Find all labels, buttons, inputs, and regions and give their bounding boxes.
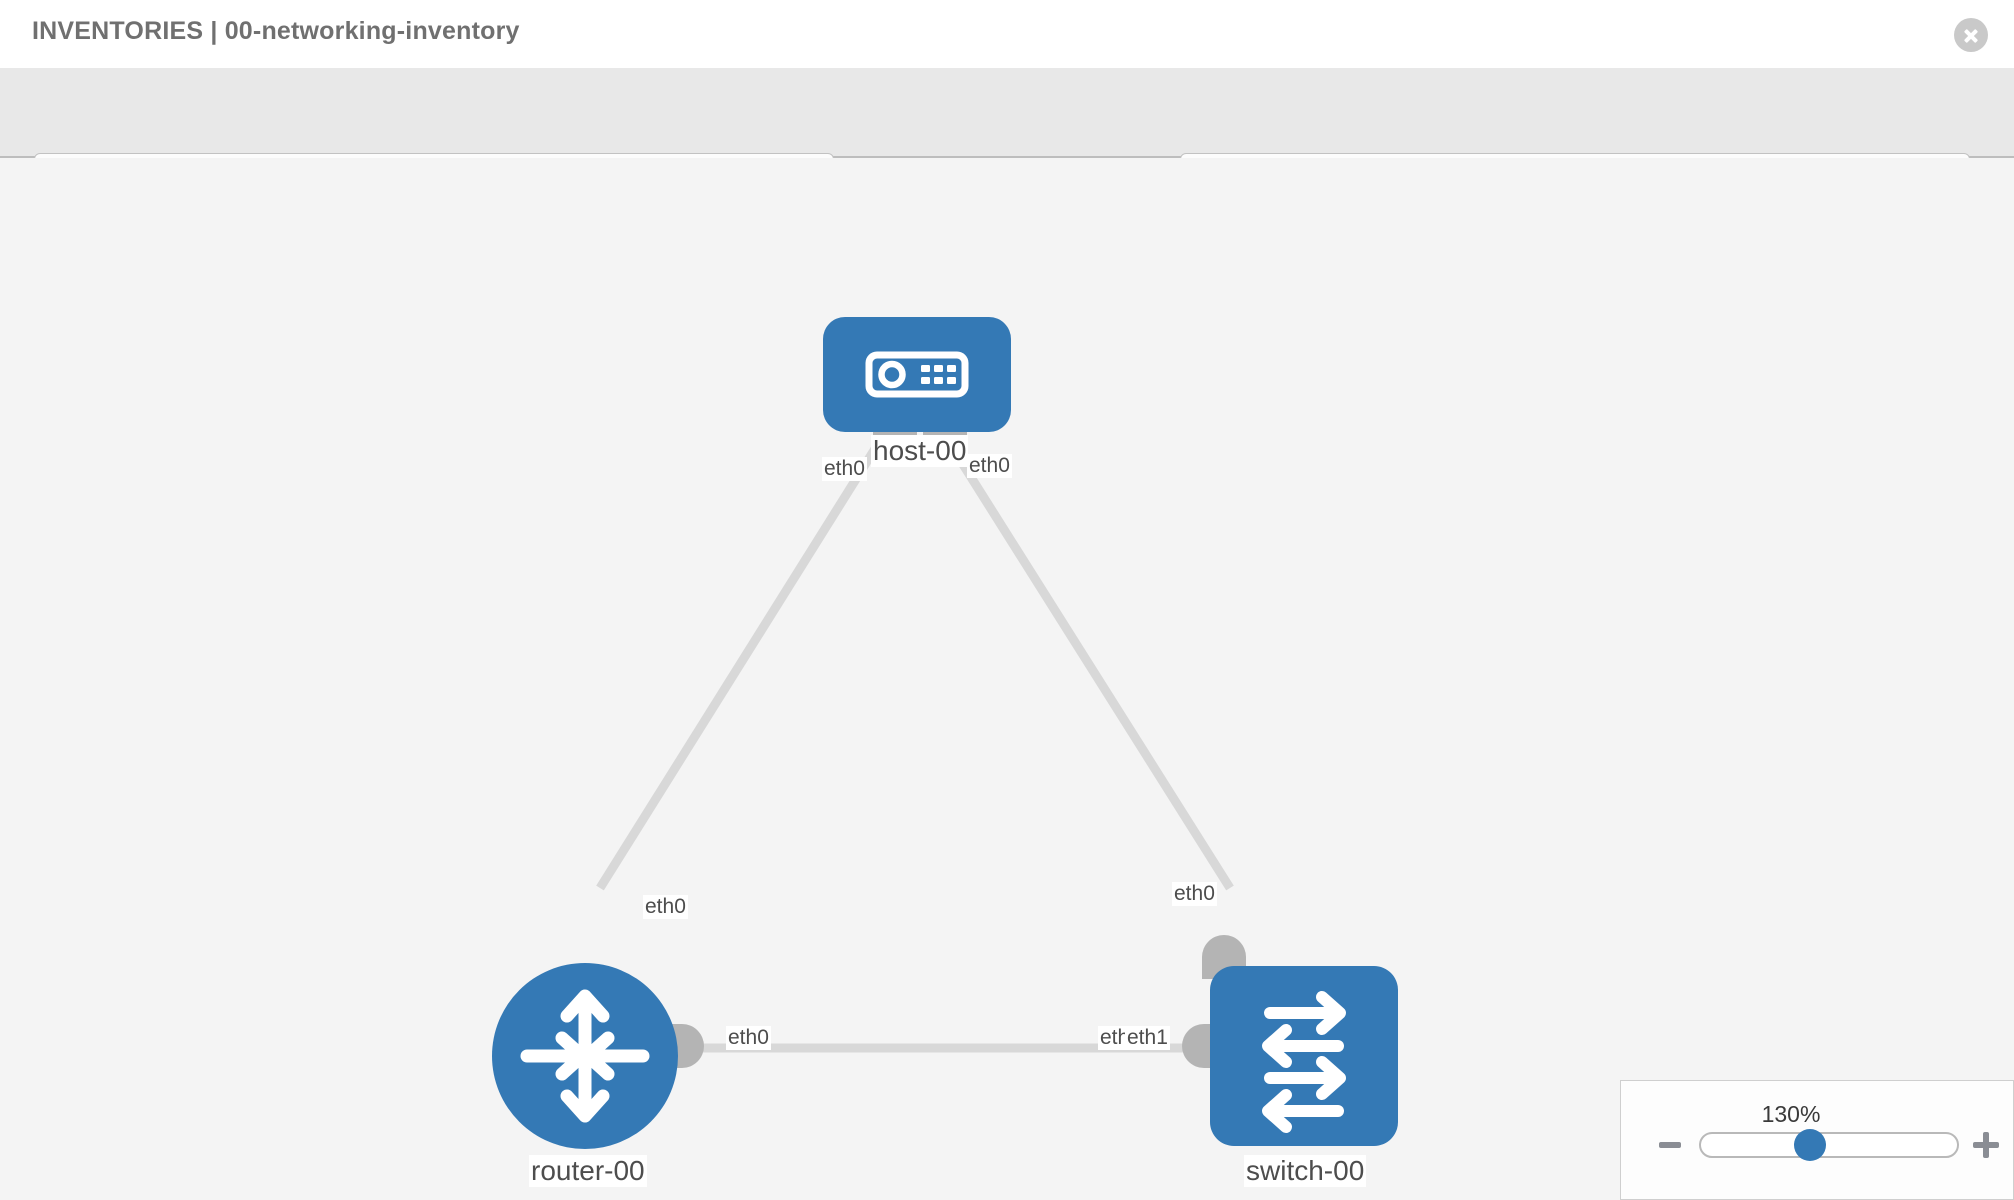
zoom-level-value: 130% bbox=[1761, 1101, 1821, 1127]
edge-label-router00-eth0-uplink: eth0 bbox=[643, 895, 688, 919]
switch-arrows-icon bbox=[1262, 991, 1346, 1133]
switch-00-shape[interactable] bbox=[1210, 966, 1398, 1146]
toolbar: ACTIONS SEARCH bbox=[0, 68, 2014, 207]
edge-label-switch00-eth0-uplink: eth0 bbox=[1172, 882, 1217, 906]
edge-label-host00-eth0-right: eth0 bbox=[967, 454, 1012, 478]
zoom-control-panel: 130% bbox=[1620, 1080, 2014, 1200]
switch-00-label: switch-00 bbox=[1244, 1155, 1367, 1187]
window-header: INVENTORIES | 00-networking-inventory bbox=[0, 0, 2014, 68]
zoom-slider[interactable] bbox=[1699, 1132, 1959, 1158]
edge-host00-router00[interactable] bbox=[596, 425, 892, 891]
router-00-shape[interactable] bbox=[492, 963, 678, 1149]
plus-icon[interactable] bbox=[1973, 1132, 1999, 1158]
topology-edges bbox=[596, 425, 1234, 1053]
host-00-shape[interactable] bbox=[823, 317, 1011, 432]
edge-label-router00-eth0-trunk: eth0 bbox=[726, 1026, 771, 1050]
edge-host00-switch00[interactable] bbox=[936, 425, 1234, 891]
close-circle-icon[interactable] bbox=[1954, 18, 1988, 52]
minus-icon[interactable] bbox=[1659, 1142, 1681, 1148]
server-icon bbox=[865, 351, 969, 398]
page-title: INVENTORIES | 00-networking-inventory bbox=[32, 17, 520, 45]
zoom-slider-thumb[interactable] bbox=[1794, 1129, 1826, 1161]
edge-label-switch00-eth1: eth1 bbox=[1125, 1026, 1170, 1050]
router-00-label: router-00 bbox=[529, 1155, 647, 1187]
router-arrows-icon bbox=[520, 989, 650, 1123]
edge-label-host00-eth0-left: eth0 bbox=[822, 457, 867, 481]
host-00-label: host-00 bbox=[871, 435, 969, 467]
topology-canvas[interactable]: host-00 eth0 eth0 bbox=[0, 158, 2014, 1200]
